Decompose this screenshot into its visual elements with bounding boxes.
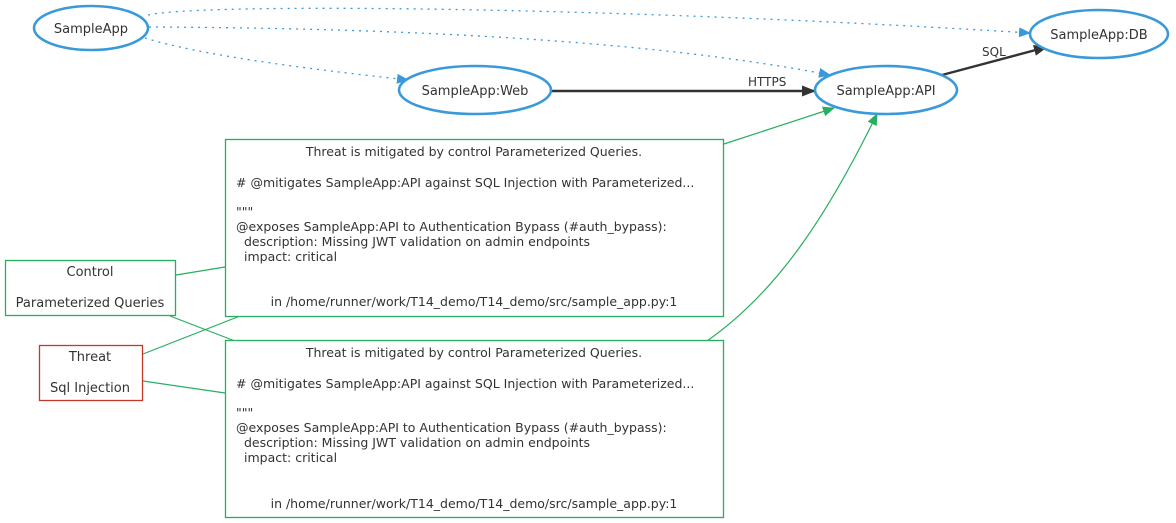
edge-api-to-db-sql — [941, 45, 1048, 77]
edge-app-to-api — [148, 26, 831, 78]
edge-control-to-box2 — [169, 315, 236, 342]
edge-label-https: HTTPS — [748, 75, 786, 89]
edge-control-to-box1 — [175, 266, 226, 276]
mitigation-docstring: """ — [236, 405, 253, 420]
edge-box2-to-api — [706, 113, 878, 342]
control-kind-label: Control — [67, 265, 114, 280]
edge-app-to-web — [144, 37, 409, 84]
mitigation-description: description: Missing JWT validation on a… — [244, 234, 590, 249]
mitigation-exposes: @exposes SampleApp:API to Authentication… — [236, 420, 667, 435]
mitigation-box[interactable]: Threat is mitigated by control Parameter… — [224, 339, 725, 519]
edge-label-sql: SQL — [982, 45, 1006, 59]
mitigation-title: Threat is mitigated by control Parameter… — [305, 144, 642, 159]
node-sampleapp-db[interactable]: SampleApp:DB — [1028, 8, 1170, 60]
mitigation-location: in /home/runner/work/T14_demo/T14_demo/s… — [271, 496, 678, 511]
mitigation-exposes: @exposes SampleApp:API to Authentication… — [236, 219, 667, 234]
node-sampleapp-web[interactable]: SampleApp:Web — [397, 64, 553, 116]
edge-threat-to-box1 — [142, 315, 241, 355]
edge-app-to-db — [147, 7, 1031, 38]
node-sampleapp[interactable]: SampleApp — [32, 4, 150, 52]
mitigation-impact: impact: critical — [244, 249, 337, 264]
mitigation-location: in /home/runner/work/T14_demo/T14_demo/s… — [271, 294, 678, 309]
edge-threat-to-box2 — [142, 380, 226, 394]
edge-box1-to-api — [723, 106, 835, 145]
node-sampleapp-label: SampleApp — [54, 22, 128, 37]
control-name-label: Parameterized Queries — [16, 296, 165, 311]
node-sampleapp-web-label: SampleApp:Web — [422, 84, 529, 99]
control-node[interactable]: Control Parameterized Queries — [4, 259, 177, 317]
node-sampleapp-db-label: SampleApp:DB — [1050, 28, 1147, 43]
mitigation-comment: # @mitigates SampleApp:API against SQL I… — [236, 376, 694, 391]
mitigation-box[interactable]: Threat is mitigated by control Parameter… — [224, 138, 725, 318]
threat-name-label: Sql Injection — [50, 381, 130, 396]
node-sampleapp-api[interactable]: SampleApp:API — [813, 64, 959, 116]
mitigation-comment: # @mitigates SampleApp:API against SQL I… — [236, 175, 694, 190]
mitigation-docstring: """ — [236, 204, 253, 219]
mitigation-impact: impact: critical — [244, 450, 337, 465]
mitigation-title: Threat is mitigated by control Parameter… — [305, 345, 642, 360]
threat-node[interactable]: Threat Sql Injection — [38, 344, 144, 402]
mitigation-description: description: Missing JWT validation on a… — [244, 435, 590, 450]
node-sampleapp-api-label: SampleApp:API — [836, 84, 935, 99]
threat-kind-label: Threat — [68, 350, 111, 365]
